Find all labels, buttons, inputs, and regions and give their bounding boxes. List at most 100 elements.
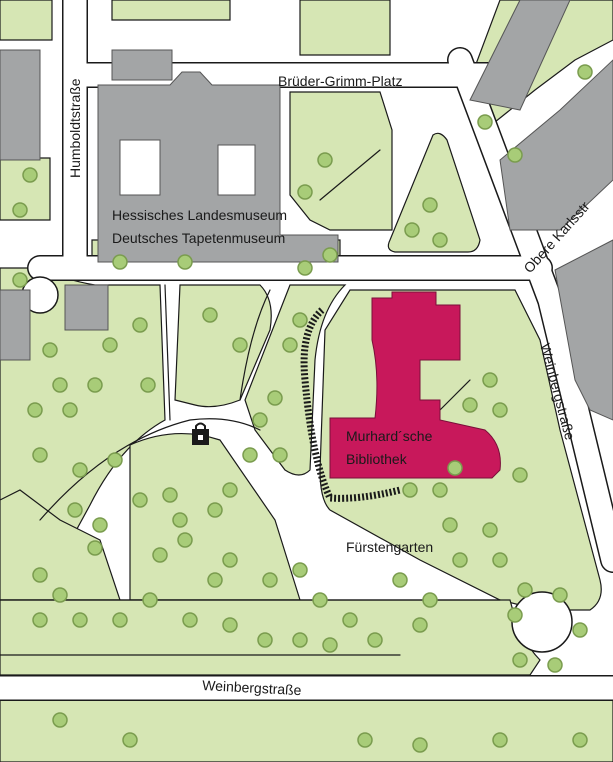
tree-icon bbox=[92, 517, 108, 533]
tree-icon bbox=[72, 462, 88, 478]
tree-icon bbox=[512, 652, 528, 668]
tree-icon bbox=[142, 592, 158, 608]
tree-icon bbox=[282, 337, 298, 353]
tree-icon bbox=[207, 502, 223, 518]
tree-icon bbox=[222, 617, 238, 633]
tree-icon bbox=[357, 732, 373, 748]
park-museum-east bbox=[289, 91, 393, 231]
label-brueder-grimm-platz: Brüder-Grimm-Platz bbox=[278, 73, 402, 89]
tree-icon bbox=[312, 592, 328, 608]
tree-icon bbox=[202, 307, 218, 323]
tree-icon bbox=[404, 222, 420, 238]
tree-icon bbox=[392, 572, 408, 588]
building-nw-2 bbox=[111, 49, 173, 81]
tree-icon bbox=[432, 232, 448, 248]
tree-icon bbox=[102, 337, 118, 353]
tree-icon bbox=[112, 612, 128, 628]
tree-icon bbox=[107, 452, 123, 468]
tree-icon bbox=[447, 460, 463, 476]
tree-icon bbox=[517, 582, 533, 598]
park-block-nw-1 bbox=[0, 0, 53, 41]
tree-icon bbox=[317, 152, 333, 168]
tree-icon bbox=[222, 552, 238, 568]
tree-icon bbox=[67, 502, 83, 518]
tree-icon bbox=[412, 737, 428, 753]
tree-icon bbox=[412, 617, 428, 633]
tree-icon bbox=[32, 567, 48, 583]
label-murhard-1: Murhard´sche bbox=[346, 428, 433, 444]
tree-icon bbox=[272, 447, 288, 463]
tree-icon bbox=[52, 712, 68, 728]
park-central bbox=[244, 284, 347, 476]
label-weinbergstrasse-south: Weinbergstraße bbox=[202, 677, 302, 698]
tree-icon bbox=[552, 587, 568, 603]
tree-icon bbox=[22, 167, 38, 183]
tree-icon bbox=[367, 632, 383, 648]
label-landesmuseum-1: Hessisches Landesmuseum bbox=[112, 207, 287, 223]
tree-icon bbox=[482, 522, 498, 538]
tree-icon bbox=[207, 572, 223, 588]
tree-icon bbox=[242, 447, 258, 463]
tree-icon bbox=[572, 622, 588, 638]
tree-icon bbox=[52, 587, 68, 603]
tree-icon bbox=[507, 147, 523, 163]
tree-icon bbox=[140, 377, 156, 393]
hatched-path bbox=[300, 307, 401, 502]
trees bbox=[12, 64, 593, 753]
tree-icon bbox=[507, 607, 523, 623]
tree-icon bbox=[547, 657, 563, 673]
building-ne-2 bbox=[499, 59, 613, 231]
monument-icon[interactable] bbox=[192, 422, 209, 446]
tree-icon bbox=[232, 337, 248, 353]
tree-icon bbox=[87, 377, 103, 393]
label-murhard-2: Bibliothek bbox=[346, 451, 408, 467]
building-nw-1 bbox=[0, 49, 41, 161]
tree-icon bbox=[222, 482, 238, 498]
tree-icon bbox=[132, 492, 148, 508]
tree-icon bbox=[132, 317, 148, 333]
tree-icon bbox=[62, 402, 78, 418]
tree-icon bbox=[32, 612, 48, 628]
building-west-small bbox=[64, 284, 109, 331]
tree-icon bbox=[72, 612, 88, 628]
building-murhard-library[interactable] bbox=[329, 291, 501, 479]
tree-icon bbox=[512, 467, 528, 483]
tree-icon bbox=[262, 572, 278, 588]
tree-icon bbox=[482, 372, 498, 388]
tree-icon bbox=[152, 547, 168, 563]
tree-icon bbox=[182, 612, 198, 628]
label-humboldtstrasse: Humboldtstraße bbox=[67, 78, 83, 178]
park-top-right bbox=[299, 0, 391, 56]
label-landesmuseum-2: Deutsches Tapetenmuseum bbox=[112, 230, 285, 246]
tree-icon bbox=[252, 412, 268, 428]
building-east bbox=[554, 239, 613, 421]
tree-icon bbox=[492, 402, 508, 418]
tree-icon bbox=[342, 612, 358, 628]
tree-icon bbox=[422, 592, 438, 608]
tree-icon bbox=[32, 447, 48, 463]
tree-icon bbox=[452, 552, 468, 568]
tree-icon bbox=[292, 562, 308, 578]
label-fuerstengarten: Fürstengarten bbox=[346, 539, 433, 555]
tree-icon bbox=[432, 482, 448, 498]
tree-icon bbox=[492, 732, 508, 748]
tree-icon bbox=[477, 114, 493, 130]
tree-icon bbox=[112, 254, 128, 270]
tree-icon bbox=[492, 552, 508, 568]
tree-icon bbox=[322, 247, 338, 263]
tree-icon bbox=[172, 512, 188, 528]
tree-icon bbox=[12, 202, 28, 218]
tree-icon bbox=[267, 390, 283, 406]
tree-icon bbox=[177, 532, 193, 548]
building-west-edge bbox=[0, 289, 31, 361]
tree-icon bbox=[27, 402, 43, 418]
tree-icon bbox=[292, 632, 308, 648]
tree-icon bbox=[52, 377, 68, 393]
tree-icon bbox=[572, 732, 588, 748]
tree-icon bbox=[87, 540, 103, 556]
tree-icon bbox=[257, 632, 273, 648]
tree-icon bbox=[402, 482, 418, 498]
tree-icon bbox=[462, 397, 478, 413]
tree-icon bbox=[442, 517, 458, 533]
